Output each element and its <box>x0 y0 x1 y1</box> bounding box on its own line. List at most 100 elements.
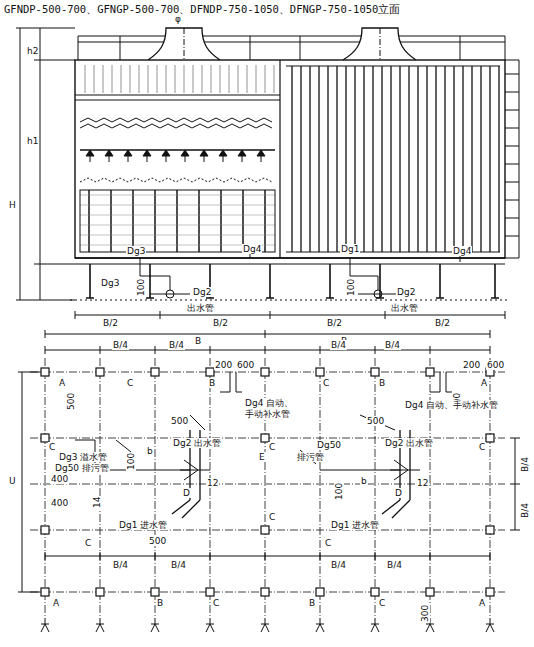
dimension-label: B/2 <box>434 318 451 328</box>
dimension-label: Dg3 溢水管 <box>58 452 108 462</box>
dimension-label: B/2 <box>326 318 343 328</box>
axis-tag: C <box>478 442 486 452</box>
axis-tag: C <box>212 598 220 608</box>
dimension-label: B/4 <box>330 560 347 570</box>
break-mark <box>316 618 324 632</box>
spray-nozzle <box>181 150 189 156</box>
dimension-label: 100 <box>334 482 344 501</box>
axis-tag: C <box>268 442 276 452</box>
break-mark <box>261 618 269 632</box>
axis-line <box>30 484 505 485</box>
column-foot <box>316 588 324 596</box>
dimension-label: 手动补水管 <box>244 409 291 419</box>
dimension-label: Dg4 <box>452 246 472 256</box>
axis-tag: C <box>324 538 332 548</box>
axis-tag: A <box>52 598 60 608</box>
nozzle-stem <box>185 156 186 162</box>
column-foot <box>486 588 494 596</box>
nozzle-stem <box>166 156 167 162</box>
axis-tag: B <box>378 378 386 388</box>
axis-tag: D <box>394 488 403 498</box>
dimension-label: 400 <box>50 498 69 508</box>
column-foot <box>486 434 494 442</box>
axis-tag: C <box>268 512 276 522</box>
axis-tag: C <box>48 442 56 452</box>
axis-line <box>375 358 376 618</box>
dimension-label: B/4 <box>384 340 401 350</box>
dimension-label: Dg2 <box>192 287 212 297</box>
column-foot <box>486 526 494 534</box>
axis-tag: A <box>478 598 486 608</box>
axis-tag: B <box>156 598 164 608</box>
dimension-label: B/4 <box>330 340 347 350</box>
dimension-label: 12 <box>206 478 219 488</box>
column-foot <box>96 588 104 596</box>
dimension-label: B/4 <box>520 456 530 473</box>
axis-tag: b <box>146 446 154 456</box>
column-foot <box>41 368 49 376</box>
break-mark <box>151 618 159 632</box>
column-foot <box>426 368 434 376</box>
axis-tag: B <box>208 378 216 388</box>
nozzle-stem <box>90 156 91 162</box>
axis-tag: B <box>194 336 202 346</box>
nozzle-stem <box>223 156 224 162</box>
dimension-label: 400 <box>50 474 69 484</box>
axis-tag: C <box>126 378 134 388</box>
spray-nozzle <box>143 150 151 156</box>
dimension-label: 12 <box>416 478 429 488</box>
dimension-label: 300 <box>420 604 430 623</box>
dimension-label: h2 <box>26 46 39 56</box>
column-foot <box>41 526 49 534</box>
dimension-label: H <box>8 200 17 210</box>
dimension-label: Dg3 <box>126 246 146 256</box>
dimension-label: Dg4 自动、 <box>244 398 294 408</box>
nozzle-stem <box>128 156 129 162</box>
dimension-label: Dg4 自动、手动补水管 <box>404 400 499 410</box>
dimension-label: Dg2 出水管 <box>172 438 222 448</box>
dimension-label: 500 <box>366 416 385 426</box>
column-foot <box>261 588 269 596</box>
dimension-label: B/4 <box>112 340 129 350</box>
dimension-label: 200 <box>462 360 481 370</box>
column-foot <box>316 368 324 376</box>
column-foot <box>261 526 269 534</box>
axis-line <box>320 358 321 618</box>
column-foot <box>151 588 159 596</box>
spray-nozzle <box>105 150 113 156</box>
column-foot <box>371 368 379 376</box>
dimension-label: 500 <box>66 392 76 411</box>
axis-tag: A <box>58 378 66 388</box>
spray-nozzle <box>257 150 265 156</box>
dimension-label: Dg4 <box>242 244 262 254</box>
dimension-label: Dg50 <box>316 440 342 450</box>
break-mark <box>371 618 379 632</box>
dimension-label: Dg1 进水管 <box>118 520 168 530</box>
dimension-label: 200 <box>214 360 233 370</box>
spray-nozzle <box>238 150 246 156</box>
dimension-label: Dg2 <box>396 287 416 297</box>
dimension-label: B/2 <box>212 318 229 328</box>
nozzle-stem <box>261 156 262 162</box>
nozzle-stem <box>204 156 205 162</box>
axis-line <box>45 358 46 618</box>
dimension-label: B/4 <box>168 340 185 350</box>
dimension-label: Dg3 <box>100 278 120 288</box>
dimension-label: Dg1 <box>340 244 360 254</box>
dimension-label: 600 <box>236 360 255 370</box>
axis-tag: A <box>480 378 488 388</box>
column-foot <box>206 368 214 376</box>
axis-tag: U <box>8 476 17 486</box>
column-foot <box>426 588 434 596</box>
break-mark <box>486 618 494 632</box>
dimension-label: B/2 <box>102 318 119 328</box>
column-foot <box>41 434 49 442</box>
nozzle-stem <box>147 156 148 162</box>
dimension-label: 100 <box>136 278 146 297</box>
dimension-label: Dg1 进水管 <box>330 520 380 530</box>
dimension-label: 14 <box>92 496 102 509</box>
break-mark <box>206 618 214 632</box>
break-mark <box>41 618 49 632</box>
dimension-label: B/4 <box>170 560 187 570</box>
